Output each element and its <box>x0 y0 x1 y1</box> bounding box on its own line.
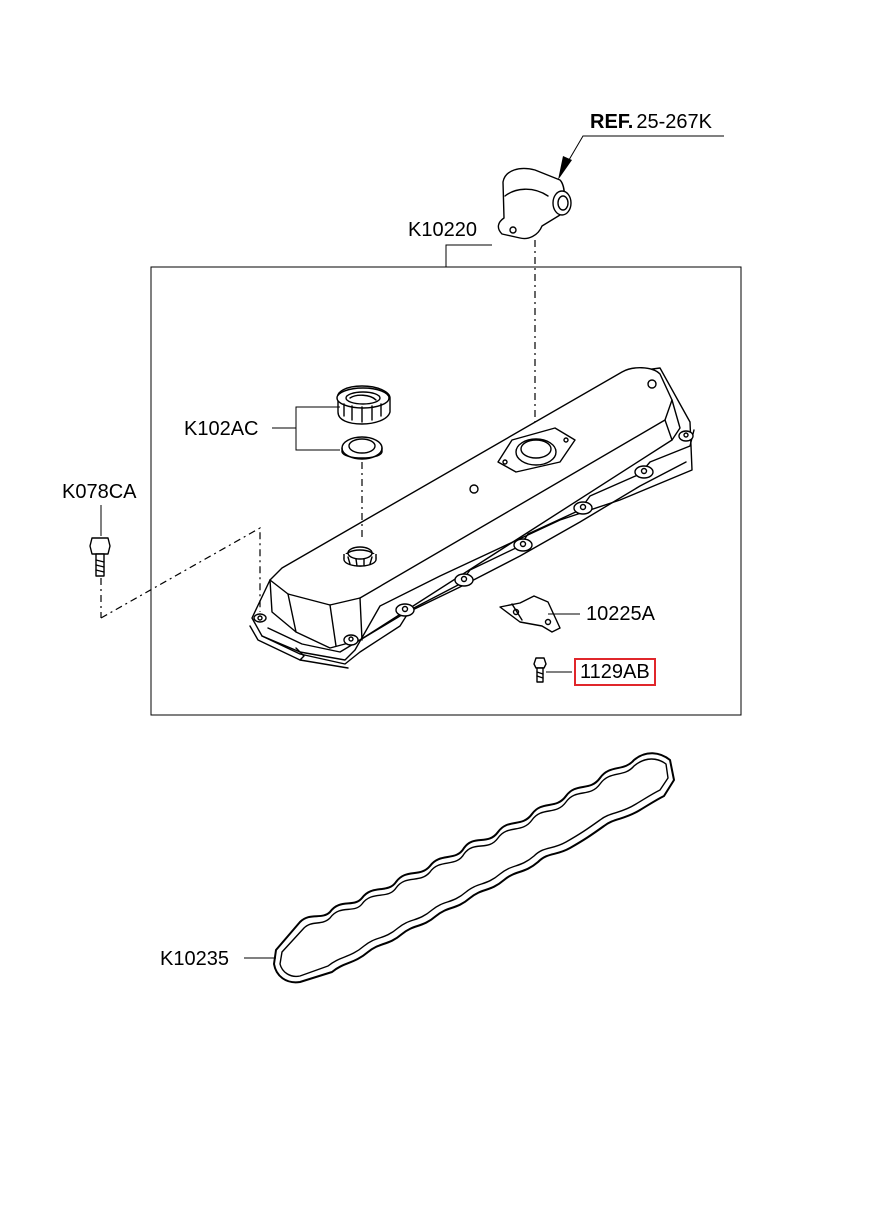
oil-filler-neck <box>343 546 377 567</box>
oil-filler-cap <box>336 385 391 425</box>
ref-leader <box>558 135 724 180</box>
stud-bolt <box>89 505 261 619</box>
breather-elbow <box>497 167 572 240</box>
cap-leader <box>295 406 340 451</box>
small-plug <box>469 484 479 494</box>
bracket-part <box>499 595 580 633</box>
bolt-label-highlighted[interactable]: 1129AB <box>574 658 656 686</box>
seal-ring <box>341 436 383 460</box>
gasket-label[interactable]: K10235 <box>160 948 229 970</box>
assembly-label[interactable]: K10220 <box>408 219 477 241</box>
ref-code: 25-267K <box>636 111 712 133</box>
gasket-part <box>244 752 675 984</box>
assembly-box <box>150 244 742 716</box>
ref-label[interactable]: REF.25-267K <box>590 112 712 132</box>
stud-bolt-label[interactable]: K078CA <box>62 481 137 503</box>
bolt-bosses <box>253 379 694 646</box>
breather-port <box>497 427 576 473</box>
rocker-cover <box>249 367 695 669</box>
cap-seal-label[interactable]: K102AC <box>184 418 259 440</box>
bracket-label[interactable]: 10225A <box>586 603 655 625</box>
ref-prefix: REF. <box>590 111 634 133</box>
bolt-part <box>533 657 572 683</box>
